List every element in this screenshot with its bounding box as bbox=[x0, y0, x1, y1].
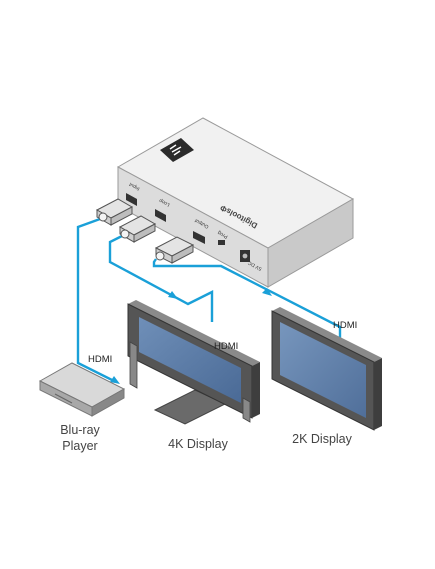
display-4k-label: 4K Display bbox=[168, 437, 228, 451]
cable-label-4k: HDMI bbox=[214, 341, 239, 352]
cable-to-bluray bbox=[76, 217, 120, 384]
bluray-label-line1: Blu-ray bbox=[60, 423, 100, 437]
hdmi-plug-loop bbox=[118, 215, 157, 243]
cable-label-2k: HDMI bbox=[333, 320, 358, 331]
bluray-player-icon bbox=[38, 362, 126, 417]
bluray-player-label: Blu-ray Player bbox=[55, 422, 105, 454]
hdmi-plug-input bbox=[95, 198, 134, 226]
cable-to-4k bbox=[108, 234, 214, 322]
hdmi-plug-output bbox=[154, 236, 195, 264]
display-4k-icon bbox=[127, 300, 260, 425]
display-2k-icon bbox=[271, 307, 382, 431]
usb-prog-port: Prog bbox=[217, 229, 229, 245]
port-label-loop: Loop bbox=[158, 197, 171, 208]
switcher-device: DigitoolsΦ Input Loop Output Prog 5V DC bbox=[116, 117, 355, 288]
port-label-prog: Prog bbox=[217, 229, 229, 239]
hdmi-input-port: Input bbox=[126, 181, 141, 206]
cable-to-2k bbox=[152, 258, 342, 346]
port-label-input: Input bbox=[128, 181, 141, 192]
bluray-label-line2: Player bbox=[62, 439, 98, 453]
hdmi-loop-port: Loop bbox=[155, 197, 171, 222]
display-2k-label: 2K Display bbox=[292, 432, 352, 446]
kramer-k-logo-icon bbox=[160, 138, 194, 162]
cable-label-bluray: HDMI bbox=[88, 354, 113, 365]
